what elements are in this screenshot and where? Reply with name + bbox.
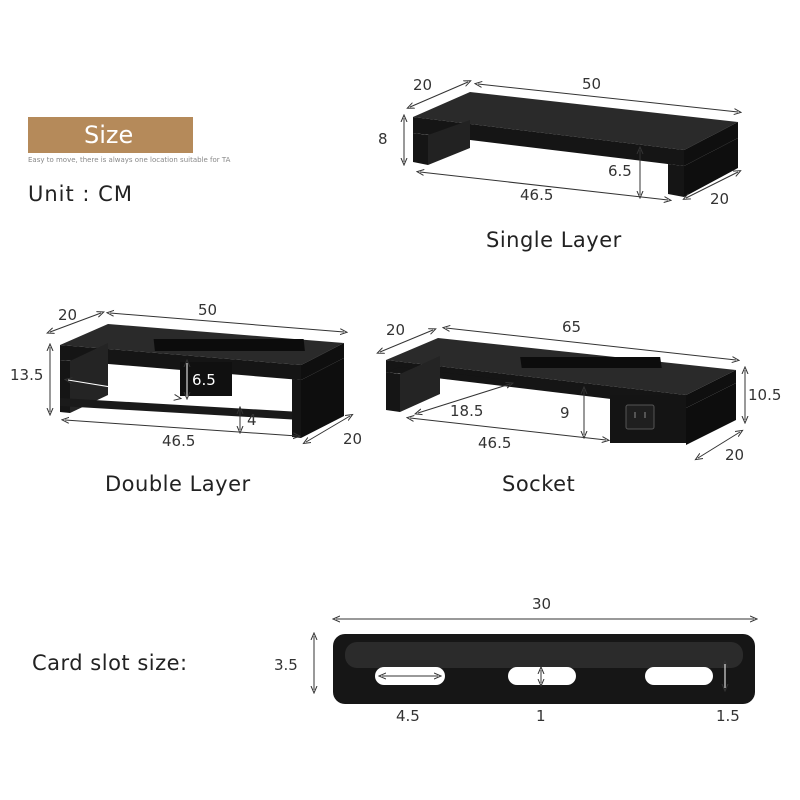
card-slot-part xyxy=(333,634,755,704)
double-layer-caption: Double Layer xyxy=(105,472,251,496)
socket-clearance: 9 xyxy=(560,404,570,422)
power-socket-icon xyxy=(625,404,655,430)
double-bottom-gap: 4 xyxy=(247,411,257,429)
single-layer-stand xyxy=(413,92,738,197)
tagline: Easy to move, there is always one locati… xyxy=(28,156,231,164)
slot-middle-size: 1 xyxy=(536,707,546,725)
single-height: 8 xyxy=(378,130,388,148)
single-inner-width: 46.5 xyxy=(520,186,554,204)
single-width-top-line xyxy=(478,84,738,112)
size-banner: Size xyxy=(28,117,193,153)
slot-middle xyxy=(508,667,576,685)
single-depth-top-line xyxy=(410,82,468,107)
size-title: Size xyxy=(84,121,134,149)
socket-caption: Socket xyxy=(502,472,576,496)
single-layer-caption: Single Layer xyxy=(486,228,622,252)
card-slot-length: 30 xyxy=(532,595,552,613)
single-width-top: 50 xyxy=(582,75,602,93)
card-slot-caption: Card slot size: xyxy=(32,651,188,675)
card-slot-dimensions xyxy=(314,619,754,690)
socket-dimensions xyxy=(380,328,745,458)
socket-height: 10.5 xyxy=(748,386,782,404)
double-card-slot xyxy=(153,339,305,351)
double-inner-width: 46.5 xyxy=(162,432,196,450)
single-inner-width-line xyxy=(420,172,668,200)
slot-left-size: 4.5 xyxy=(396,707,420,725)
double-layer-dimensions xyxy=(50,313,350,442)
single-clearance: 6.5 xyxy=(608,162,632,180)
single-depth-bottom-line xyxy=(686,172,738,198)
double-shelf-width: 22.5 xyxy=(108,369,142,387)
double-height: 13.5 xyxy=(10,366,44,384)
socket-inner-width: 46.5 xyxy=(478,434,512,452)
double-shelf-height: 6.5 xyxy=(192,371,216,389)
socket-depth-bottom: 20 xyxy=(725,446,745,464)
socket-cutout-width: 18.5 xyxy=(450,402,484,420)
socket-width-top: 65 xyxy=(562,318,582,336)
socket-card-slot xyxy=(520,357,662,368)
double-depth-bottom: 20 xyxy=(343,430,363,448)
single-depth-bottom: 20 xyxy=(710,190,730,208)
slot-right xyxy=(645,667,713,685)
double-depth-top: 20 xyxy=(58,306,78,324)
single-layer-dimensions xyxy=(404,82,738,200)
slot-right-size: 1.5 xyxy=(716,707,740,725)
double-width-top: 50 xyxy=(198,301,218,319)
card-slot-height: 3.5 xyxy=(274,656,298,674)
single-depth-top: 20 xyxy=(413,76,433,94)
socket-depth-top: 20 xyxy=(386,321,406,339)
unit-label: Unit : CM xyxy=(28,182,133,206)
